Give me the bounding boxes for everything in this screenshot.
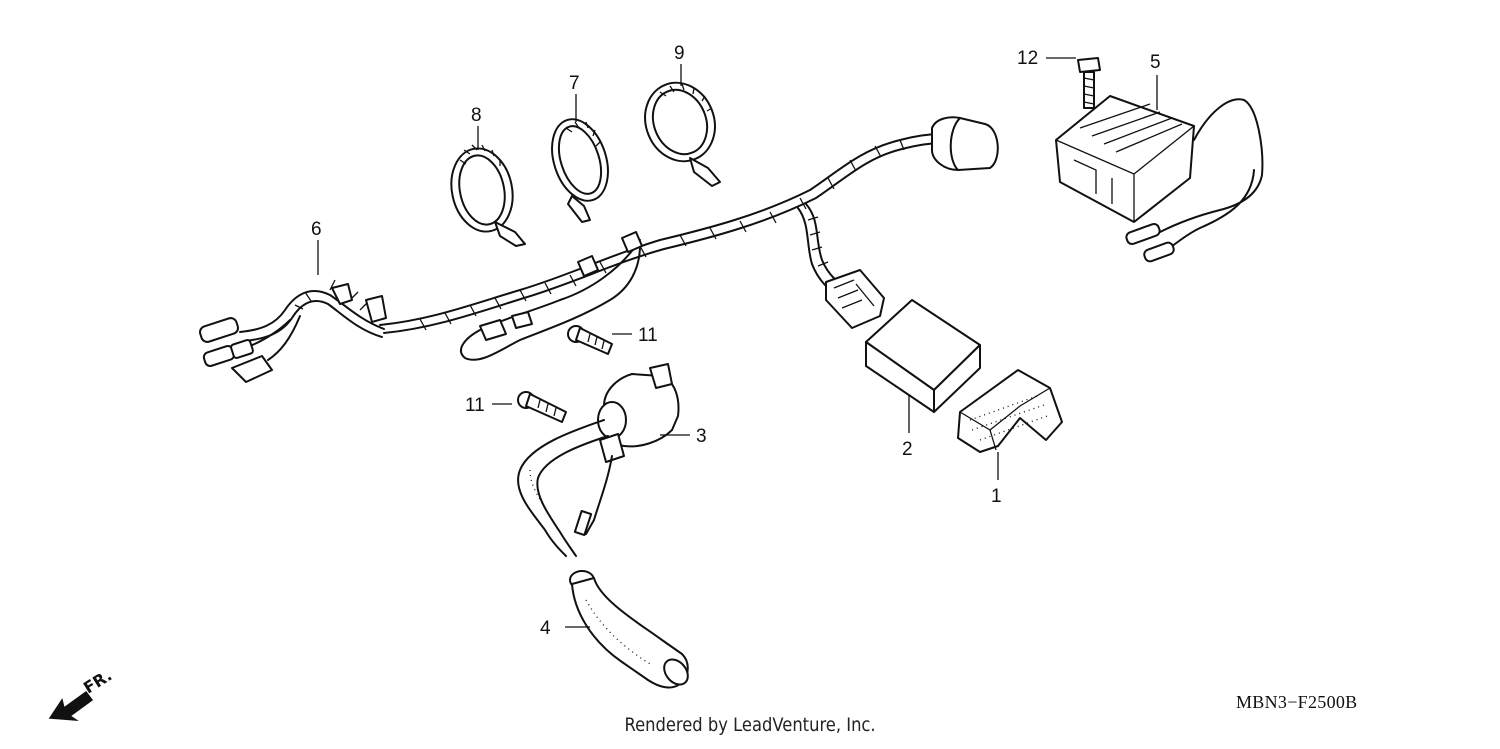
footer-credit-text: Rendered by LeadVenture, Inc. [624,714,876,736]
bolt-part-12 [1077,57,1101,109]
callout-3: 3 [696,426,707,447]
band-part-8 [450,144,526,247]
spark-plug-cap-part-4 [569,570,689,689]
callout-12: 12 [1017,48,1038,69]
leader-lines [317,57,1158,628]
wire-harness-part-6 [199,116,999,383]
cdi-unit-part-2 [865,299,981,413]
callout-6: 6 [311,219,322,240]
callout-5: 5 [1150,52,1161,73]
band-part-7 [551,118,609,223]
callout-11-lower: 11 [465,395,485,416]
callout-4: 4 [540,618,551,639]
callout-8: 8 [471,105,482,126]
callout-7: 7 [569,73,580,94]
rubber-mount-part-1 [957,369,1063,453]
callout-1: 1 [991,486,1002,507]
regulator-rectifier-part-5 [1055,95,1264,263]
callout-9: 9 [674,43,685,64]
ignition-coil-part-3 [517,363,680,557]
front-direction-arrow-icon: FR. [48,666,115,721]
callout-11-upper: 11 [638,325,658,346]
bolt-part-11-upper [567,325,613,355]
footer-credit: Rendered by LeadVenture, Inc. [0,714,1500,736]
bolt-part-11-lower [517,391,567,423]
callout-2: 2 [902,439,913,460]
band-part-9 [644,81,721,187]
diagram-reference-code: MBN3−F2500B [1236,692,1358,712]
